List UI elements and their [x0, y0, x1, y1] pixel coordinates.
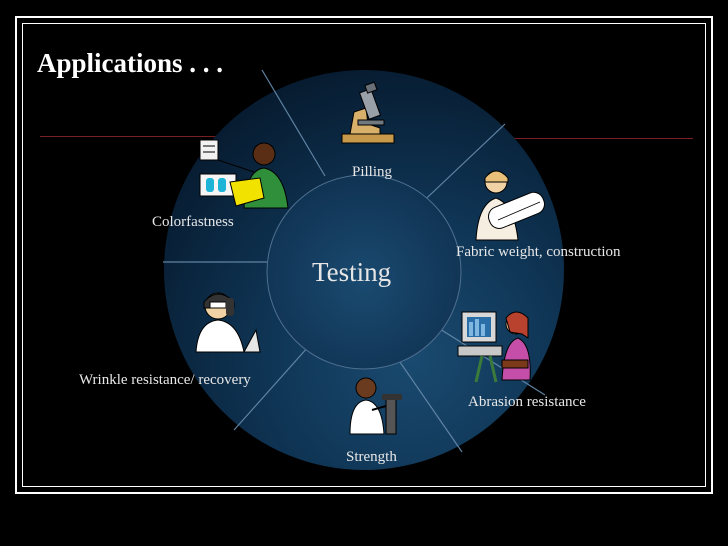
title-rule-right: [458, 138, 693, 139]
center-label: Testing: [312, 257, 392, 287]
center-hub: [266, 174, 462, 370]
segment-label-pilling: Pilling: [352, 164, 393, 180]
slide-frame-outer: [15, 16, 713, 494]
divider-bottom-left: [233, 336, 318, 431]
lab-technician-icon: [349, 377, 402, 435]
microscope-icon: [341, 81, 395, 144]
divider-top-right: [411, 123, 506, 213]
lab-analyst-icon: [199, 139, 289, 209]
segment-label-wrinkle: Wrinkle resistance/ recovery: [79, 372, 251, 388]
segment-label-abrasion: Abrasion resistance: [468, 394, 586, 410]
computer-operator-icon: [457, 311, 531, 383]
worker-with-fabric-icon: [475, 170, 545, 241]
segment-label-fabric-weight: Fabric weight, construction: [456, 244, 621, 260]
segment-label-strength: Strength: [346, 449, 397, 465]
ring-dividers: [163, 69, 546, 453]
slide-frame-inner: [22, 23, 706, 487]
slide-title: Applications . . .: [37, 48, 224, 78]
divider-top-left: [261, 69, 326, 177]
segment-label-colorfastness: Colorfastness: [152, 214, 234, 230]
divider-bottom-right: [390, 348, 463, 453]
title-rule-left: [40, 136, 268, 137]
researcher-icon: [195, 292, 261, 353]
